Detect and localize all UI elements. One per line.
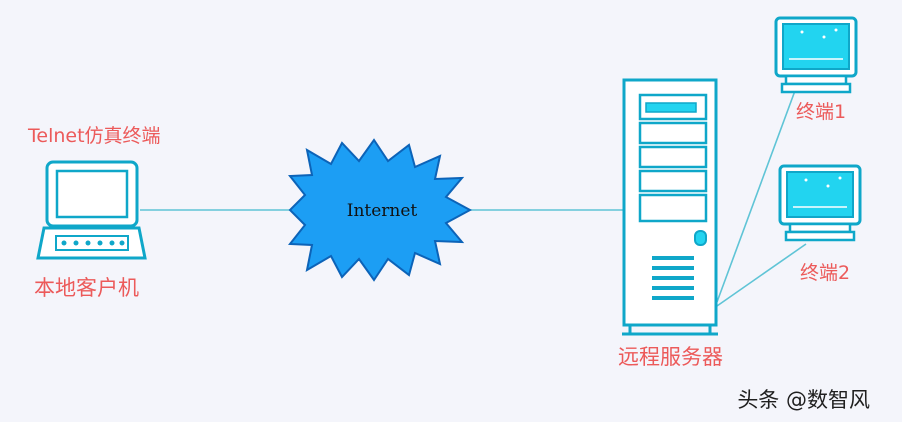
internet-label: Internet bbox=[347, 201, 418, 221]
link-server-terminal2 bbox=[716, 243, 807, 307]
terminal2-monitor-icon bbox=[778, 164, 862, 242]
watermark: 头条 @数智风 bbox=[737, 388, 870, 412]
terminal1-monitor-icon bbox=[774, 16, 858, 94]
terminal2-label: 终端2 bbox=[800, 262, 851, 284]
internet-cloud-icon bbox=[288, 138, 473, 282]
telnet-emulator-label: Telnet仿真终端 bbox=[28, 125, 161, 147]
remote-server-label: 远程服务器 bbox=[618, 345, 723, 369]
laptop-icon bbox=[36, 160, 147, 260]
terminal1-label: 终端1 bbox=[796, 101, 847, 123]
link-server-terminal1 bbox=[716, 87, 797, 303]
local-client-label: 本地客户机 bbox=[34, 276, 139, 300]
server-icon bbox=[622, 78, 718, 336]
